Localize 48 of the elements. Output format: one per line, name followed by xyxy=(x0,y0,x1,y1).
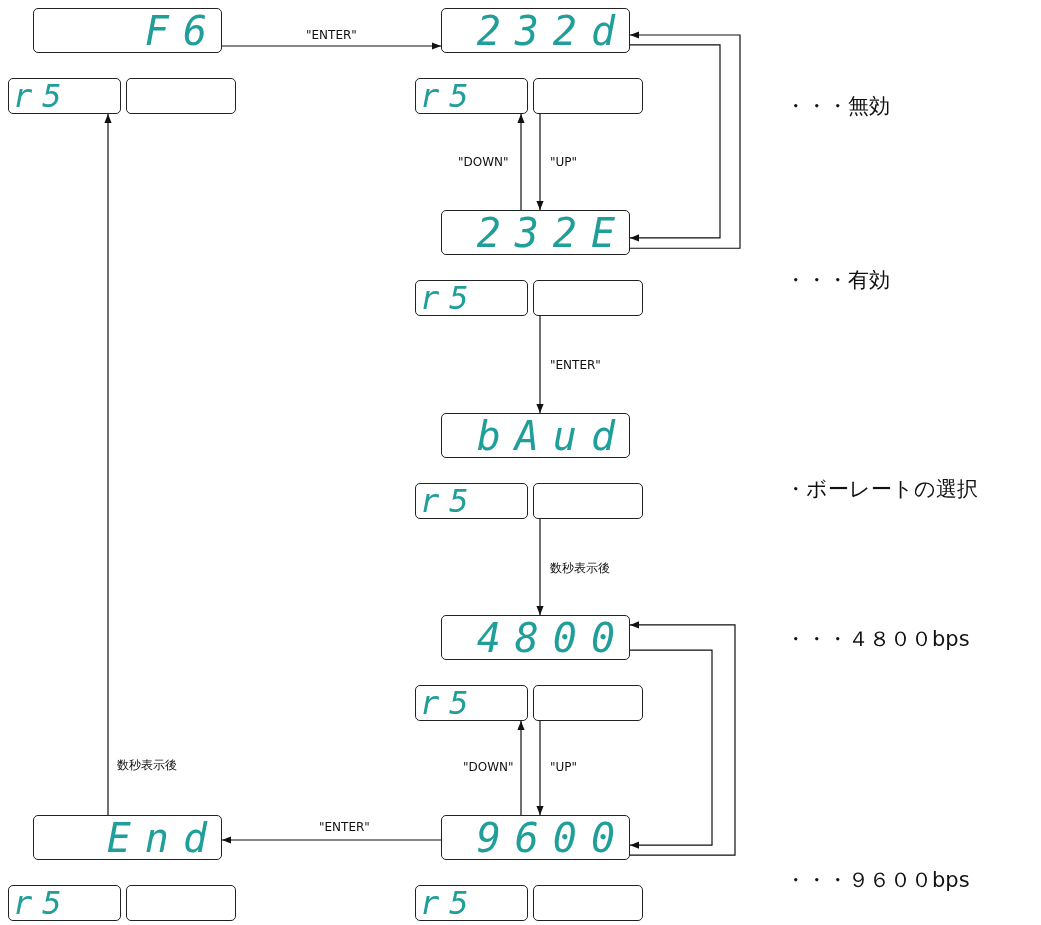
edge-label: "UP" xyxy=(549,760,579,774)
display-field: r5 xyxy=(415,483,528,519)
note-text: ・ボーレートの選択 xyxy=(785,476,978,503)
display-field: r5 xyxy=(8,78,121,114)
edge-label: "ENTER" xyxy=(318,820,371,834)
arrow xyxy=(221,42,442,50)
arrow xyxy=(536,518,544,616)
display-panel: 232E xyxy=(441,210,630,255)
arrow xyxy=(104,113,112,816)
display-field xyxy=(533,685,643,721)
edge-label: "UP" xyxy=(549,155,579,169)
edge-label: 数秒表示後 xyxy=(549,560,611,577)
arrow xyxy=(536,720,544,816)
display-panel: F6 xyxy=(33,8,222,53)
edge-label: "ENTER" xyxy=(305,28,358,42)
display-panel: End xyxy=(33,815,222,860)
edge-label: "ENTER" xyxy=(549,358,602,372)
note-text: ・・・有効 xyxy=(785,267,890,294)
display-field xyxy=(533,280,643,316)
display-field: r5 xyxy=(415,280,528,316)
arrow xyxy=(629,31,741,249)
display-panel: 4800 xyxy=(441,615,630,660)
display-panel: bAud xyxy=(441,413,630,458)
arrow xyxy=(221,836,442,844)
arrow xyxy=(517,113,525,211)
arrow xyxy=(536,315,544,414)
arrow xyxy=(629,44,721,242)
edge-label: "DOWN" xyxy=(457,155,510,169)
display-field xyxy=(126,78,236,114)
note-text: ・・・９６００bps xyxy=(785,867,970,894)
display-field: r5 xyxy=(415,885,528,921)
display-field: r5 xyxy=(8,885,121,921)
display-field xyxy=(533,483,643,519)
display-panel: 232d xyxy=(441,8,630,53)
arrow xyxy=(629,649,713,849)
display-field xyxy=(533,885,643,921)
edge-label: 数秒表示後 xyxy=(116,757,178,774)
display-panel: 9600 xyxy=(441,815,630,860)
note-text: ・・・４８００bps xyxy=(785,626,970,653)
arrow xyxy=(517,720,525,816)
note-text: ・・・無効 xyxy=(785,93,890,120)
display-field xyxy=(533,78,643,114)
display-field xyxy=(126,885,236,921)
display-field: r5 xyxy=(415,685,528,721)
edge-label: "DOWN" xyxy=(462,760,515,774)
arrow xyxy=(629,621,736,856)
arrow xyxy=(536,113,544,211)
display-field: r5 xyxy=(415,78,528,114)
